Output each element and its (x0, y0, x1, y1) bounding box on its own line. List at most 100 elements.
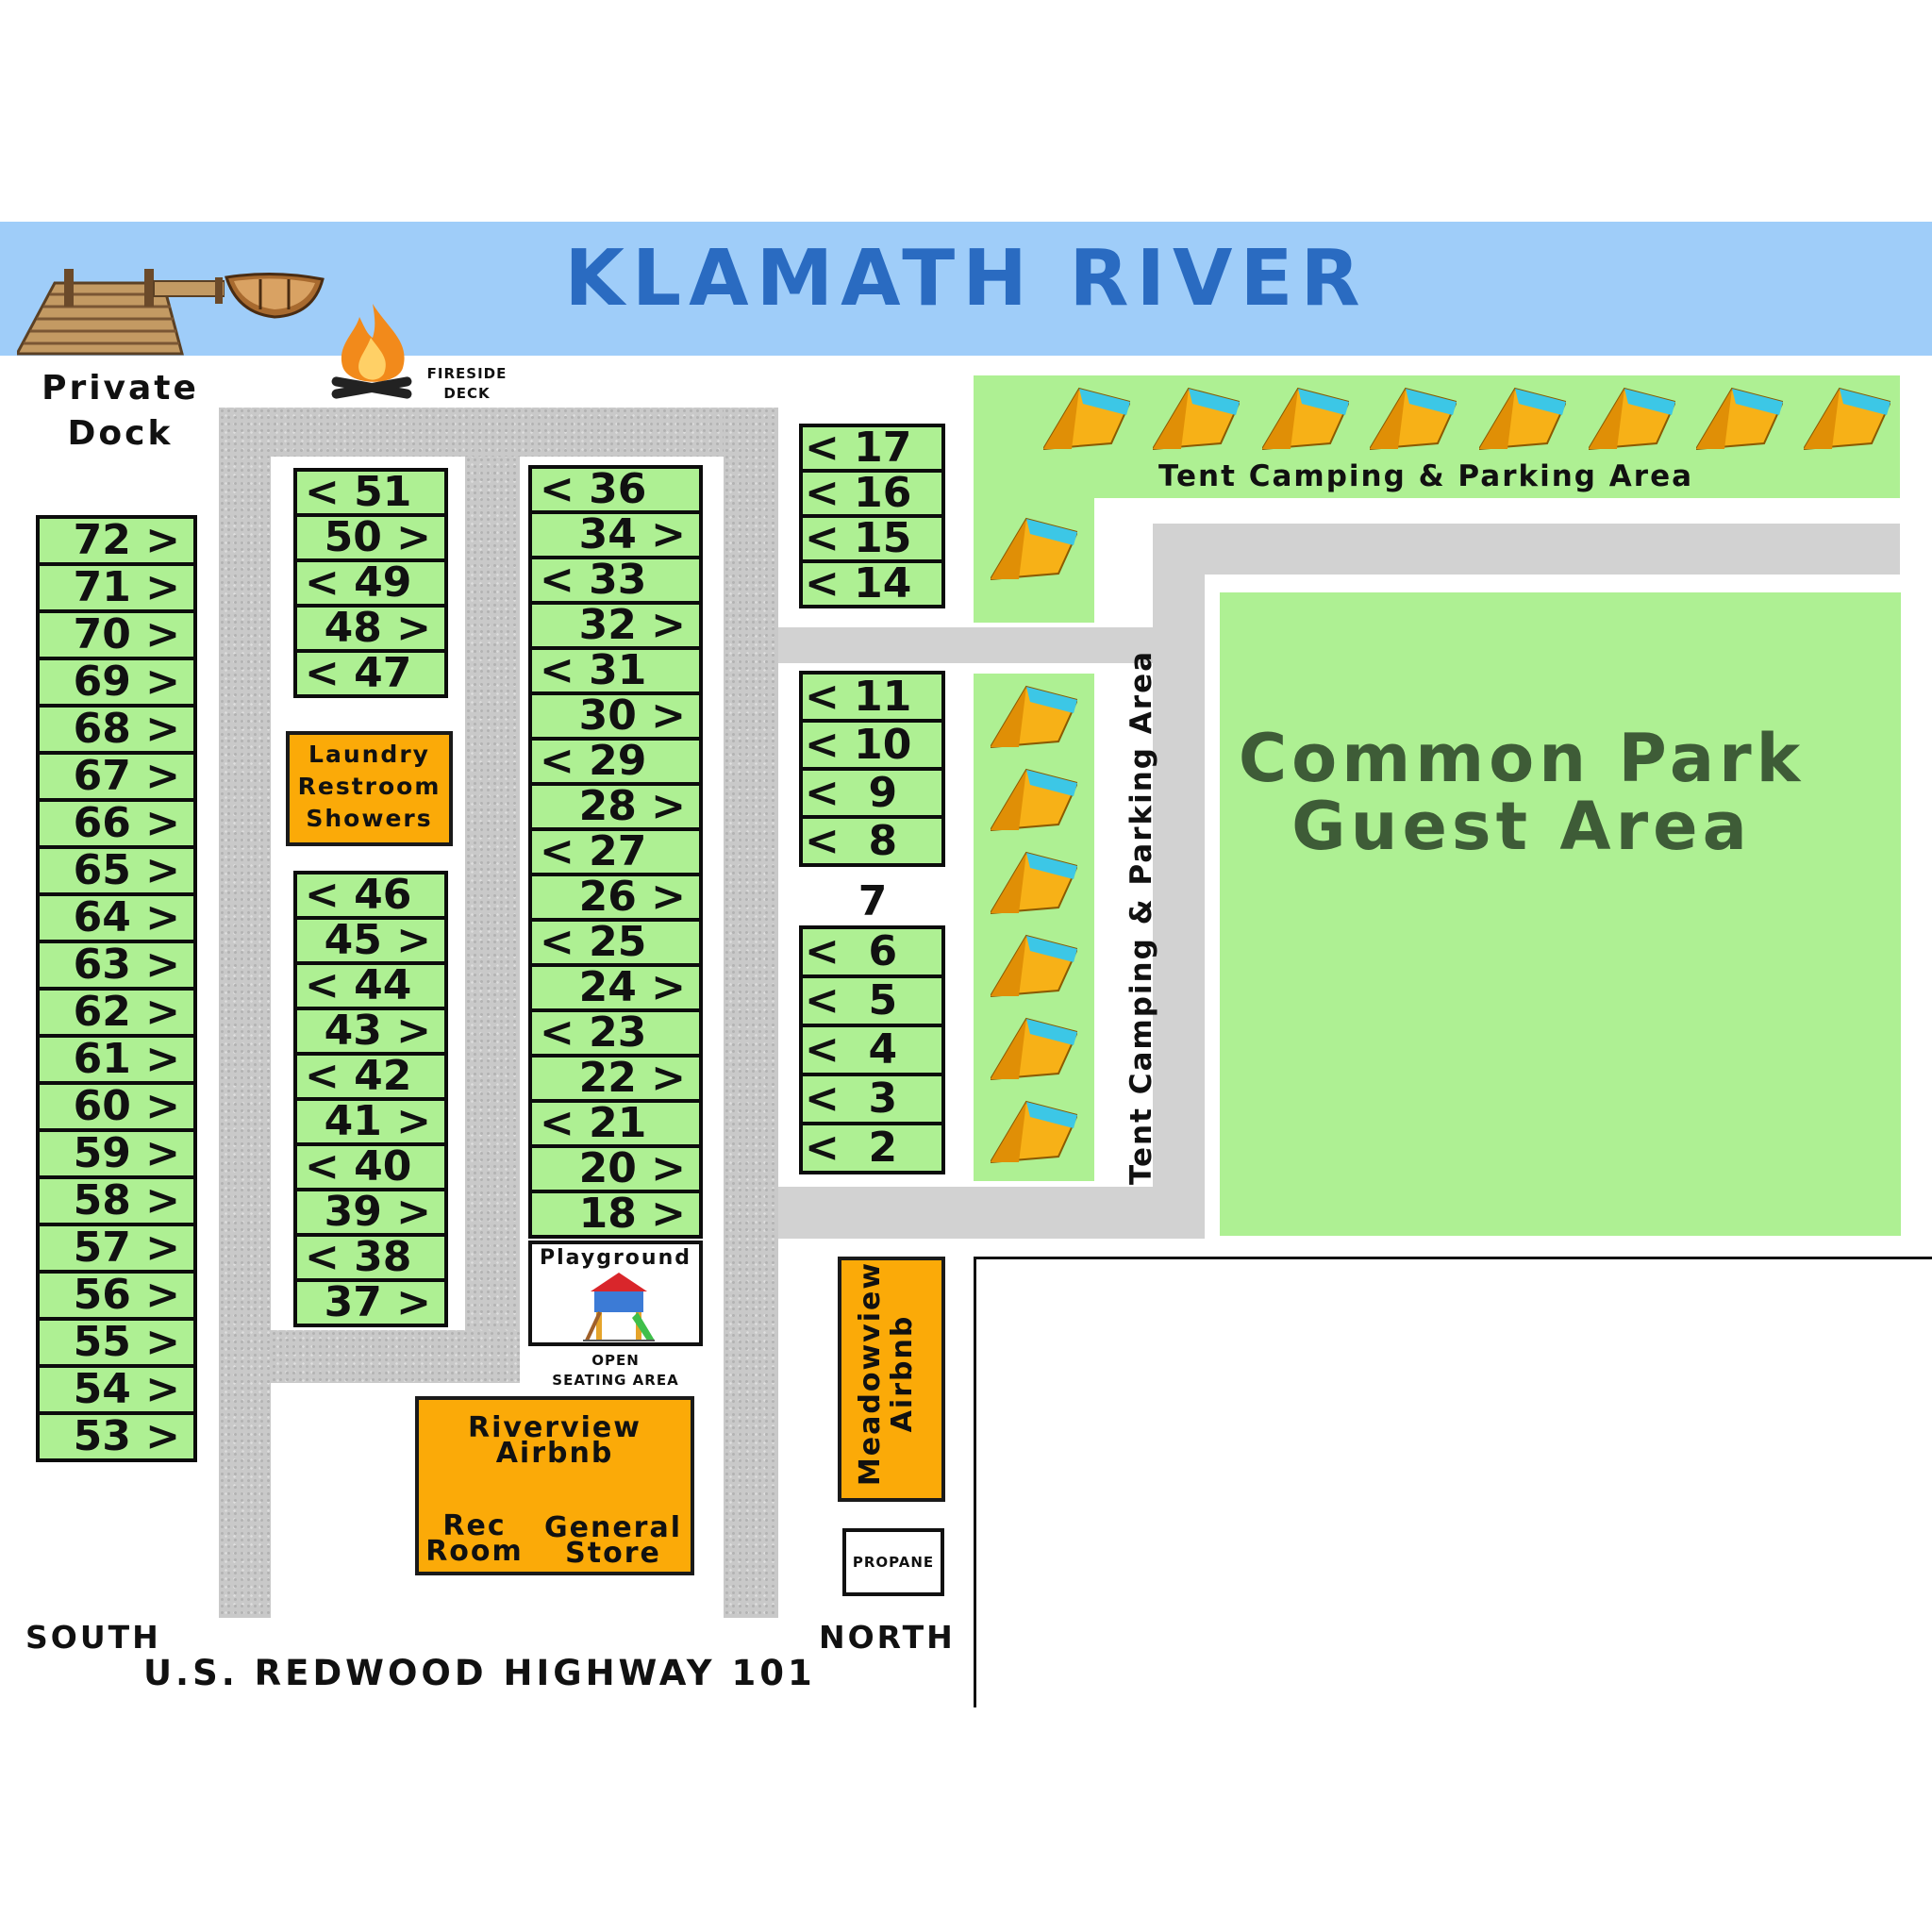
site-11[interactable]: < 11 (799, 671, 945, 723)
site-17[interactable]: < 17 (799, 424, 945, 473)
site-41[interactable]: 41 > (293, 1097, 448, 1146)
site-55[interactable]: 55 > (36, 1317, 197, 1368)
riverview-building[interactable]: Riverview Airbnb Rec Room General Store (415, 1396, 694, 1575)
site-63[interactable]: 63 > (36, 940, 197, 991)
site-64[interactable]: 64 > (36, 892, 197, 943)
site-28[interactable]: 28 > (528, 782, 703, 831)
site-37[interactable]: 37 > (293, 1278, 448, 1327)
site-58[interactable]: 58 > (36, 1175, 197, 1226)
site-26[interactable]: 26 > (528, 873, 703, 922)
site-38[interactable]: < 38 (293, 1233, 448, 1282)
tent-area-side-label: Tent Camping & Parking Area (1124, 649, 1158, 1185)
site-6[interactable]: < 6 (799, 925, 945, 978)
site-39[interactable]: 39 > (293, 1188, 448, 1237)
site-33[interactable]: < 33 (528, 556, 703, 605)
site-62[interactable]: 62 > (36, 987, 197, 1038)
highway-label: U.S. REDWOOD HIGHWAY 101 (143, 1653, 816, 1693)
playground[interactable]: Playground (528, 1241, 703, 1346)
site-59[interactable]: 59 > (36, 1128, 197, 1179)
site-67[interactable]: 67 > (36, 751, 197, 802)
site-14[interactable]: < 14 (799, 559, 945, 608)
tent-icon (991, 1017, 1077, 1081)
site-column-4-middle: < 11 < 10 < 9 < 8 (799, 671, 945, 867)
site-15[interactable]: < 15 (799, 514, 945, 563)
open-seating-label: OPEN SEATING AREA (552, 1352, 679, 1389)
site-44[interactable]: < 44 (293, 961, 448, 1010)
site-column-4-top: < 17 < 16 < 15 < 14 (799, 424, 945, 608)
site-5[interactable]: < 5 (799, 974, 945, 1027)
site-45[interactable]: 45 > (293, 916, 448, 965)
campfire-icon (331, 304, 412, 399)
site-7[interactable]: 7 (858, 877, 888, 925)
private-dock-label: Private Dock (42, 369, 199, 453)
site-51[interactable]: < 51 (293, 468, 448, 517)
riverview-label: Riverview Airbnb (468, 1411, 641, 1470)
general-store-label: General Store (544, 1511, 682, 1570)
site-61[interactable]: 61 > (36, 1034, 197, 1085)
site-42[interactable]: < 42 (293, 1052, 448, 1101)
site-8[interactable]: < 8 (799, 815, 945, 867)
site-3[interactable]: < 3 (799, 1073, 945, 1125)
road-park-north (1153, 524, 1900, 575)
site-49[interactable]: < 49 (293, 558, 448, 608)
site-72[interactable]: 72 > (36, 515, 197, 566)
tent-icon (1804, 387, 1890, 451)
site-69[interactable]: 69 > (36, 657, 197, 708)
site-20[interactable]: 20 > (528, 1144, 703, 1193)
site-60[interactable]: 60 > (36, 1081, 197, 1132)
rowboat-icon (225, 272, 325, 319)
site-66[interactable]: 66 > (36, 798, 197, 849)
site-18[interactable]: 18 > (528, 1190, 703, 1239)
tent-icon (1262, 387, 1349, 451)
tent-icon (1370, 387, 1457, 451)
site-25[interactable]: < 25 (528, 918, 703, 967)
river-title: KLAMATH RIVER (564, 234, 1368, 324)
playground-icon (583, 1273, 655, 1341)
site-40[interactable]: < 40 (293, 1142, 448, 1191)
site-24[interactable]: 24 > (528, 963, 703, 1012)
site-21[interactable]: < 21 (528, 1099, 703, 1148)
site-53[interactable]: 53 > (36, 1411, 197, 1462)
common-park-label: Common Park Guest Area (1238, 720, 1806, 865)
site-22[interactable]: 22 > (528, 1054, 703, 1103)
rec-room-label: Rec Room (425, 1509, 524, 1568)
road-spur-upper (778, 627, 1154, 663)
site-54[interactable]: 54 > (36, 1364, 197, 1415)
site-16[interactable]: < 16 (799, 469, 945, 518)
dock-icon (17, 269, 225, 356)
site-47[interactable]: < 47 (293, 649, 448, 698)
site-65[interactable]: 65 > (36, 845, 197, 896)
road-west (219, 408, 271, 1618)
road-park-west (1153, 524, 1205, 1239)
site-43[interactable]: 43 > (293, 1007, 448, 1056)
site-71[interactable]: 71 > (36, 562, 197, 613)
site-46[interactable]: < 46 (293, 871, 448, 920)
site-27[interactable]: < 27 (528, 827, 703, 876)
site-30[interactable]: 30 > (528, 691, 703, 741)
site-10[interactable]: < 10 (799, 719, 945, 771)
site-48[interactable]: 48 > (293, 604, 448, 653)
laundry-building[interactable]: Laundry Restroom Showers (286, 731, 453, 846)
playground-label: Playground (540, 1246, 691, 1270)
road-north (219, 408, 778, 457)
site-23[interactable]: < 23 (528, 1008, 703, 1058)
road-connector (271, 1330, 520, 1383)
site-29[interactable]: < 29 (528, 737, 703, 786)
site-4[interactable]: < 4 (799, 1024, 945, 1076)
tent-icon (1153, 387, 1240, 451)
site-70[interactable]: 70 > (36, 609, 197, 660)
meadowview-building[interactable]: Meadowview Airbnb (838, 1257, 945, 1502)
site-31[interactable]: < 31 (528, 646, 703, 695)
site-34[interactable]: 34 > (528, 510, 703, 559)
site-68[interactable]: 68 > (36, 704, 197, 755)
site-32[interactable]: 32 > (528, 601, 703, 650)
propane-station[interactable]: PROPANE (842, 1528, 944, 1596)
site-2[interactable]: < 2 (799, 1122, 945, 1174)
site-56[interactable]: 56 > (36, 1270, 197, 1321)
site-50[interactable]: 50 > (293, 513, 448, 562)
tent-icon (991, 685, 1077, 749)
site-57[interactable]: 57 > (36, 1223, 197, 1274)
site-9[interactable]: < 9 (799, 767, 945, 819)
site-36[interactable]: < 36 (528, 465, 703, 514)
boundary-horizontal (974, 1257, 1932, 1259)
